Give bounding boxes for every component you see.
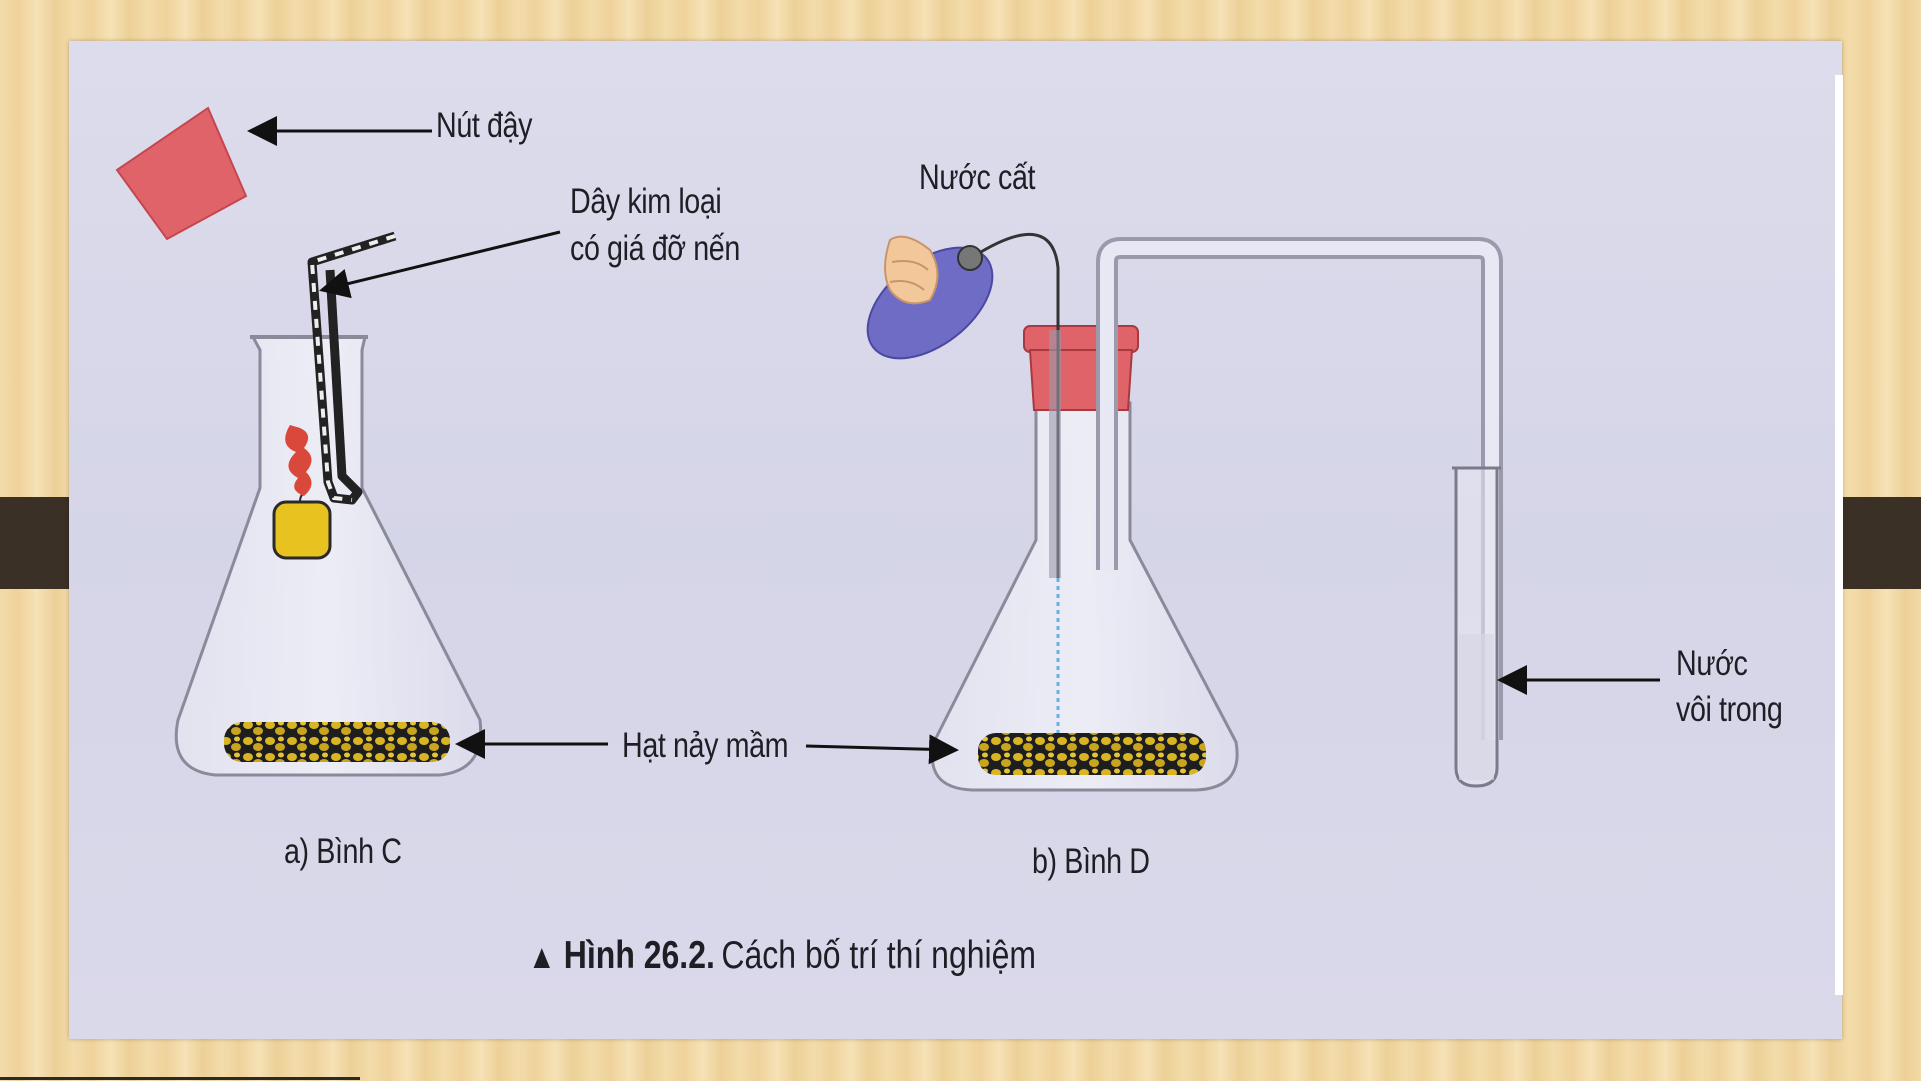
label-distilled-water: Nước cất [919, 158, 1035, 198]
label-wire-line1: Dây kim loại [570, 182, 721, 222]
seeds-flask-c [224, 722, 450, 762]
label-limewater-line2: vôi trong [1676, 690, 1782, 730]
candle [274, 492, 330, 558]
label-seeds: Hạt nảy mầm [622, 726, 788, 766]
test-tube [1452, 468, 1501, 786]
loose-stopper [117, 108, 246, 239]
caption-text: Cách bố trí thí nghiệm [721, 934, 1036, 977]
label-flask-d: b) Bình D [1032, 842, 1150, 882]
flask-d [932, 403, 1237, 790]
caption-figure-number: Hình 26.2. [564, 934, 715, 977]
label-wire-line2: có giá đỡ nến [570, 229, 740, 269]
label-limewater-line1: Nước [1676, 644, 1747, 684]
flask-c [176, 337, 480, 775]
seeds-flask-d [978, 733, 1206, 775]
figure-caption: ▲Hình 26.2.Cách bố trí thí nghiệm [528, 934, 1036, 978]
caption-triangle-icon: ▲ [528, 938, 556, 976]
arrow-wire [322, 232, 560, 290]
label-stopper: Nút đậy [436, 106, 532, 146]
pointer-arrows [250, 131, 1660, 750]
label-flask-c: a) Bình C [284, 832, 402, 872]
flask-d-stopper [1024, 326, 1138, 410]
